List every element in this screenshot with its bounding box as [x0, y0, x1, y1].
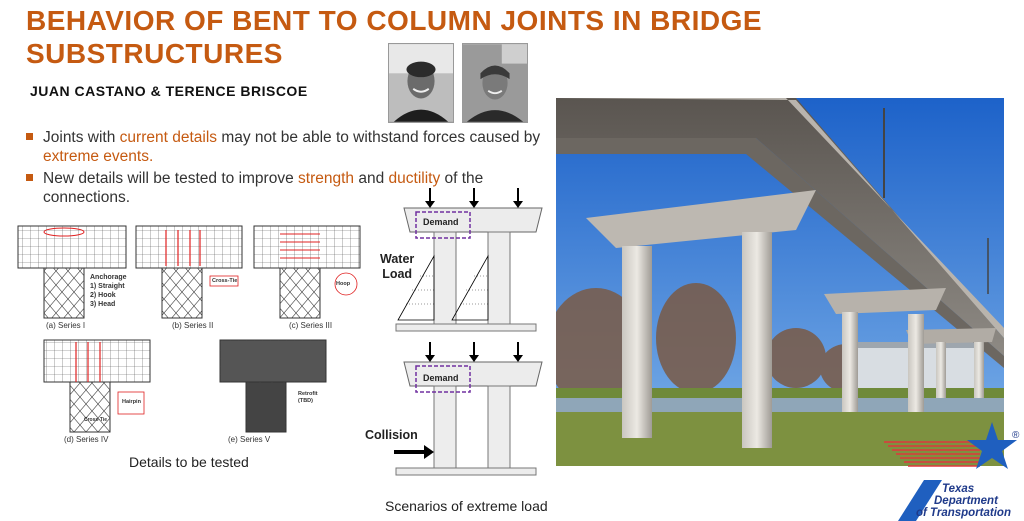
- series-3-note: Hoop: [336, 281, 351, 287]
- authors: JUAN CASTANO & TERENCE BRISCOE: [30, 83, 308, 99]
- author-photo-2: [462, 43, 528, 123]
- series-1-note: Anchorage 1) Straight 2) Hook 3) Head: [90, 274, 127, 308]
- details-caption: Details to be tested: [129, 454, 249, 470]
- water-load-scenario: [395, 188, 543, 332]
- series-2-note: Cross-Tie: [212, 278, 238, 284]
- water-load-label: Water Load: [380, 252, 415, 281]
- bridge-photo: [556, 98, 1004, 466]
- series-2-detail: [135, 225, 243, 319]
- bullet-list: Joints with current details may not be a…: [26, 128, 546, 210]
- series-5-detail: [219, 339, 327, 433]
- details-figure: [17, 225, 361, 433]
- page-title: BEHAVIOR OF BENT TO COLUMN JOINTS IN BRI…: [26, 5, 763, 69]
- series-4-note: Hairpin: [122, 399, 141, 405]
- bullet-icon: [26, 174, 33, 181]
- author-photo-1: [388, 43, 454, 123]
- demand-label-top: Demand: [423, 217, 459, 227]
- series-3-detail: [253, 225, 361, 319]
- series-4-note-2: Cross-Tie: [84, 417, 107, 423]
- collision-scenario: [394, 342, 543, 476]
- scenarios-caption: Scenarios of extreme load: [385, 498, 548, 514]
- series-1-detail: [17, 225, 127, 319]
- registered-mark: ®: [1012, 430, 1020, 441]
- series-3-caption: (c) Series III: [289, 321, 333, 330]
- series-4-caption: (d) Series IV: [64, 435, 109, 444]
- series-4-detail: [43, 339, 151, 433]
- txdot-logo: [884, 422, 1017, 521]
- series-5-caption: (e) Series V: [228, 435, 271, 444]
- person-photo-icon: [463, 44, 527, 122]
- bridge-photo-icon: [556, 98, 1004, 466]
- scenarios-figure: [394, 188, 543, 476]
- person-photo-icon: [389, 44, 453, 122]
- demand-label-bottom: Demand: [423, 373, 459, 383]
- series-5-note: Retrofit (TBD): [298, 391, 318, 404]
- bullet-item: Joints with current details may not be a…: [26, 128, 546, 166]
- bullet-icon: [26, 133, 33, 140]
- series-1-caption: (a) Series I: [46, 321, 86, 330]
- series-2-caption: (b) Series II: [172, 321, 214, 330]
- txdot-logo-text: Texas Department of Transportation: [916, 483, 1011, 519]
- collision-label: Collision: [365, 428, 418, 442]
- bullet-item: New details will be tested to improve st…: [26, 169, 546, 207]
- texas-star-icon: [967, 422, 1017, 469]
